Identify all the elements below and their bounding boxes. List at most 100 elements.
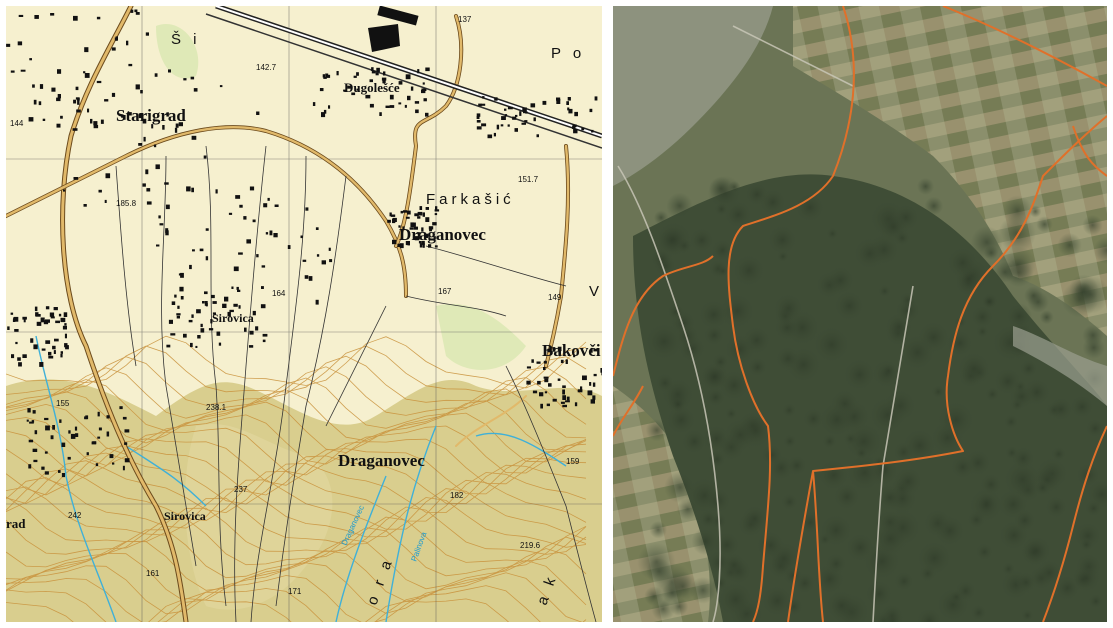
tree-cluster [825, 552, 848, 575]
elevation-label: 171 [288, 587, 302, 596]
tree-cluster [1088, 593, 1104, 610]
building [356, 88, 360, 91]
tree-cluster [1082, 336, 1106, 359]
building [179, 286, 184, 292]
building [414, 236, 420, 241]
tree-cluster [901, 427, 938, 464]
contour-line [6, 445, 587, 496]
building [532, 390, 538, 394]
contour-line [6, 559, 587, 615]
building [601, 371, 602, 376]
tree-cluster [1015, 571, 1038, 594]
elevation-label: 142.7 [256, 63, 277, 72]
building [356, 72, 359, 76]
building [17, 41, 23, 46]
contour-line [6, 536, 587, 592]
building [589, 382, 592, 386]
tree-cluster [999, 246, 1037, 283]
building [200, 328, 205, 333]
building [63, 189, 66, 192]
building [315, 227, 319, 230]
building [38, 101, 42, 106]
building [34, 15, 39, 19]
building [255, 326, 259, 331]
building [202, 301, 205, 304]
building [17, 357, 21, 361]
building [84, 47, 89, 53]
building [93, 121, 98, 126]
tree-cluster [1002, 459, 1043, 500]
topographic-map: Starigrad Dugolešće Farkašić Draganovec … [6, 6, 602, 622]
elevation-label: 155 [56, 399, 70, 408]
building [31, 420, 35, 423]
building [397, 243, 401, 247]
building [40, 317, 45, 323]
building [410, 222, 414, 228]
building [106, 415, 110, 419]
building [487, 134, 493, 139]
tree-cluster [819, 513, 854, 548]
major-roads [6, 6, 571, 622]
tree-cluster [802, 407, 825, 430]
building [84, 416, 88, 420]
building [243, 216, 247, 220]
building [526, 380, 531, 385]
tree-cluster [970, 604, 988, 622]
building [422, 212, 425, 217]
tree-cluster [880, 362, 897, 380]
building [215, 189, 218, 194]
tree-cluster [880, 609, 905, 622]
building [175, 123, 179, 128]
building [170, 333, 176, 336]
building [60, 317, 66, 323]
tree-cluster [975, 324, 990, 339]
building [238, 305, 241, 309]
building [18, 362, 22, 367]
building [494, 97, 498, 101]
tree-cluster [1010, 446, 1036, 471]
building [210, 319, 213, 324]
tree-cluster [689, 227, 715, 254]
tree-cluster [1071, 275, 1107, 314]
contour-lines [6, 335, 587, 622]
building [237, 289, 241, 292]
building [565, 400, 570, 403]
building [594, 96, 598, 101]
contour-line [6, 377, 587, 432]
building [41, 466, 45, 470]
place-label-si: Š i [171, 31, 201, 48]
building [239, 204, 243, 208]
place-label-farkasic: Farkašić [426, 191, 515, 208]
building [543, 376, 549, 379]
building [476, 126, 482, 130]
building [168, 69, 171, 73]
tree-cluster [653, 210, 669, 225]
contour-line [6, 477, 587, 530]
building [77, 100, 80, 105]
building [577, 389, 583, 393]
tree-cluster [718, 292, 756, 330]
building [525, 111, 528, 114]
building [353, 75, 357, 78]
tree-cluster [775, 345, 801, 372]
tree-cluster [656, 224, 688, 256]
building [174, 127, 178, 133]
building [269, 230, 273, 236]
settlement [613, 6, 1107, 406]
tree-cluster [915, 607, 943, 622]
building [246, 239, 251, 244]
elevation-label: 149 [548, 293, 562, 302]
contour-line [6, 468, 587, 522]
building [365, 94, 371, 99]
elevation-label: 161 [146, 569, 160, 578]
building [111, 92, 116, 97]
building [252, 219, 256, 223]
building [421, 240, 425, 245]
building [287, 245, 291, 249]
building [556, 99, 561, 104]
tree-cluster [954, 315, 968, 329]
building [305, 207, 309, 211]
building [262, 333, 268, 337]
tree-cluster [833, 290, 866, 322]
tree-cluster [760, 443, 784, 467]
